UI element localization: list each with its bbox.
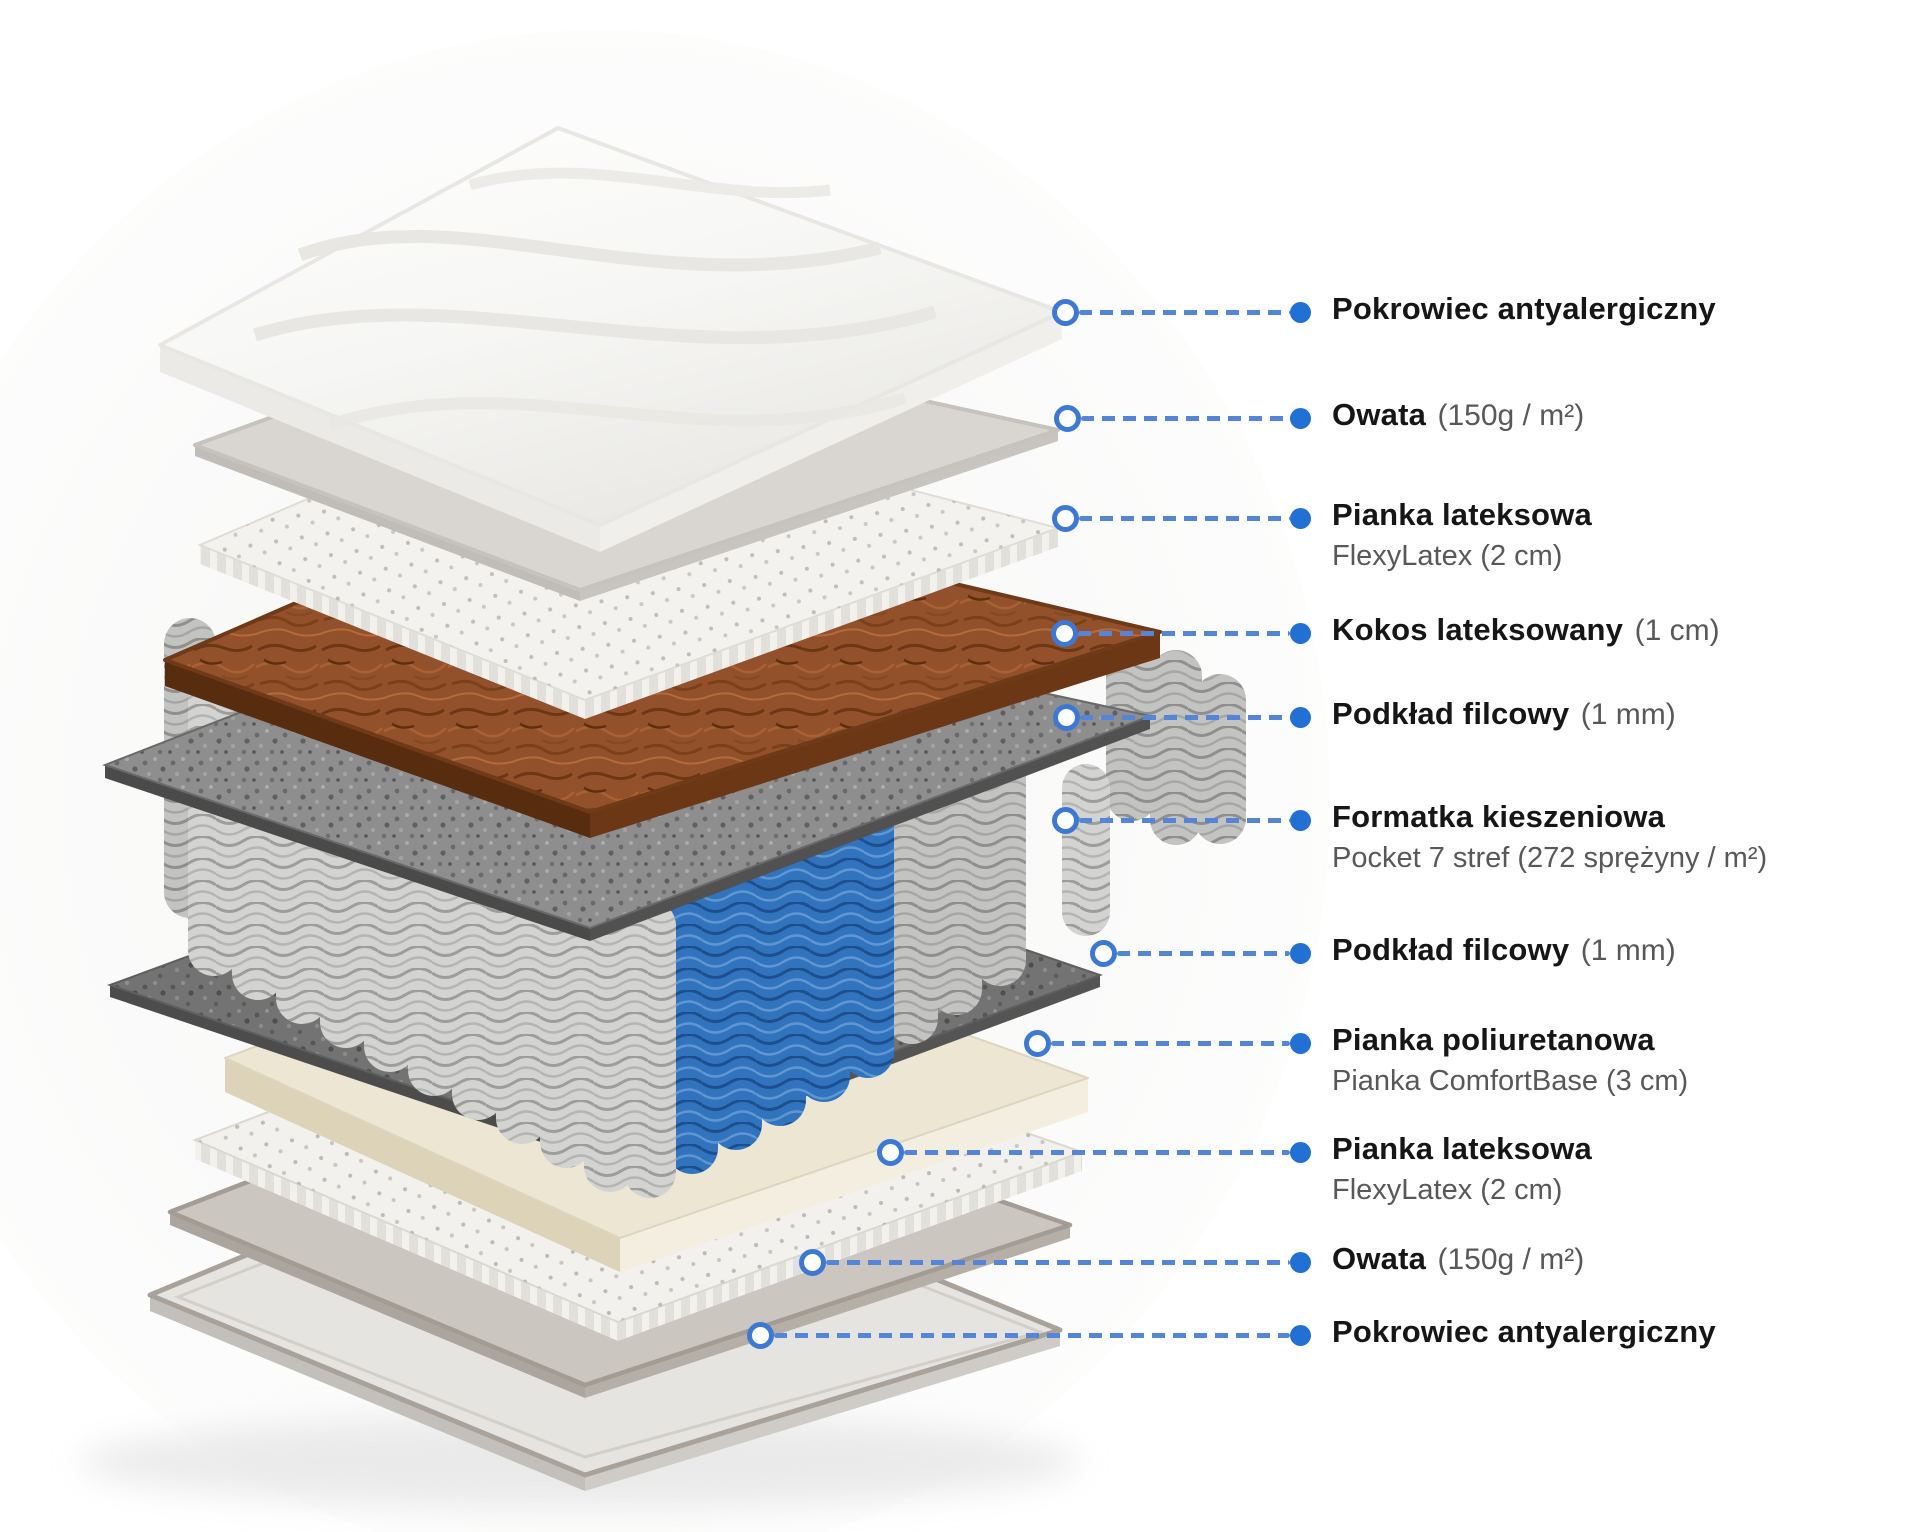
label-text: Kokos lateksowany <box>1332 612 1624 647</box>
layer-point-ring-icon <box>877 1139 904 1166</box>
callout-label: Podkład filcowy (1 mm) <box>1332 696 1676 733</box>
callout-label: Owata (150g / m²) <box>1332 1241 1584 1278</box>
label-dot-icon <box>1290 810 1311 831</box>
dashed-connector <box>774 1333 1290 1338</box>
layer-point-ring-icon <box>747 1322 774 1349</box>
dashed-connector <box>1079 516 1290 521</box>
label-text: Owata <box>1332 397 1427 432</box>
layer-point-ring-icon <box>1052 807 1079 834</box>
layer-point-ring-icon <box>1054 405 1081 432</box>
layer-point-ring-icon <box>1052 505 1079 532</box>
layer-point-ring-icon <box>1052 299 1079 326</box>
dashed-connector <box>1079 818 1290 823</box>
label-detail: (1 mm) <box>1580 934 1676 967</box>
callout-label: Kokos lateksowany (1 cm) <box>1332 612 1720 649</box>
label-sub: FlexyLatex (2 cm) <box>1332 539 1563 572</box>
label-sub: Pianka ComfortBase (3 cm) <box>1332 1064 1689 1097</box>
dashed-connector <box>1078 631 1290 636</box>
layer-point-ring-icon <box>1090 940 1117 967</box>
dashed-connector <box>826 1260 1290 1265</box>
label-text: Formatka kieszeniowa <box>1332 799 1666 834</box>
label-detail: (1 mm) <box>1580 698 1676 731</box>
label-dot-icon <box>1290 1325 1311 1346</box>
label-sub: Pocket 7 stref (272 sprężyny / m²) <box>1332 841 1768 874</box>
label-dot-icon <box>1290 707 1311 728</box>
callout-label: Pianka lateksowa FlexyLatex (2 cm) <box>1332 497 1592 573</box>
label-text: Podkład filcowy <box>1332 696 1570 731</box>
label-text: Pokrowiec antyalergiczny <box>1332 291 1716 326</box>
label-detail: (150g / m²) <box>1437 1243 1585 1276</box>
label-dot-icon <box>1290 1252 1311 1273</box>
layer-point-ring-icon <box>799 1249 826 1276</box>
callout-label: Owata (150g / m²) <box>1332 397 1584 434</box>
callout-label: Pianka lateksowa FlexyLatex (2 cm) <box>1332 1131 1592 1207</box>
callout-label: Pianka poliuretanowa Pianka ComfortBase … <box>1332 1022 1688 1098</box>
label-dot-icon <box>1290 943 1311 964</box>
dashed-connector <box>904 1150 1290 1155</box>
callout-label: Podkład filcowy (1 mm) <box>1332 932 1676 969</box>
layer-point-ring-icon <box>1024 1030 1051 1057</box>
label-text: Pianka lateksowa <box>1332 497 1592 532</box>
label-detail: (150g / m²) <box>1437 399 1585 432</box>
layer-point-ring-icon <box>1053 704 1080 731</box>
label-dot-icon <box>1290 408 1311 429</box>
label-dot-icon <box>1290 1033 1311 1054</box>
dashed-connector <box>1117 951 1290 956</box>
callout-label: Pokrowiec antyalergiczny <box>1332 291 1716 327</box>
label-text: Pokrowiec antyalergiczny <box>1332 1314 1716 1349</box>
label-text: Podkład filcowy <box>1332 932 1570 967</box>
dashed-connector <box>1079 310 1290 315</box>
label-dot-icon <box>1290 508 1311 529</box>
label-text: Pianka poliuretanowa <box>1332 1022 1655 1057</box>
layer-cover-top <box>158 126 1064 552</box>
layer-point-ring-icon <box>1051 620 1078 647</box>
label-sub: FlexyLatex (2 cm) <box>1332 1173 1563 1206</box>
dashed-connector <box>1051 1041 1290 1046</box>
label-detail: (1 cm) <box>1634 614 1720 647</box>
dashed-connector <box>1081 416 1290 421</box>
label-dot-icon <box>1290 623 1311 644</box>
label-dot-icon <box>1290 1142 1311 1163</box>
label-text: Pianka lateksowa <box>1332 1131 1592 1166</box>
label-text: Owata <box>1332 1241 1427 1276</box>
callout-label: Pokrowiec antyalergiczny <box>1332 1314 1716 1350</box>
dashed-connector <box>1080 715 1290 720</box>
callout-label: Formatka kieszeniowa Pocket 7 stref (272… <box>1332 799 1767 875</box>
label-dot-icon <box>1290 302 1311 323</box>
